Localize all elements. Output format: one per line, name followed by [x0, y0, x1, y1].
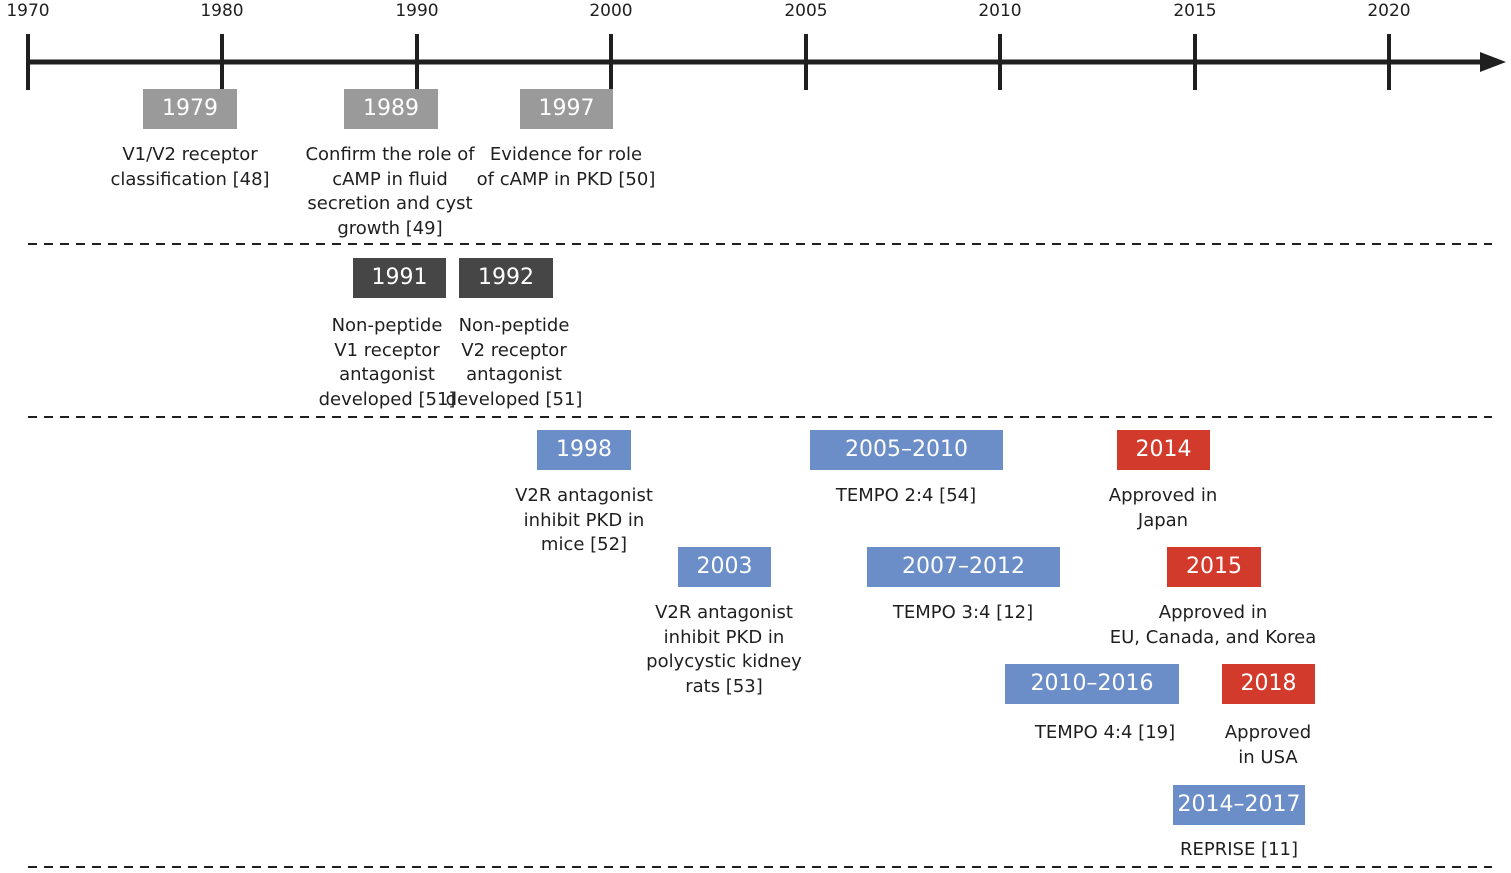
- event-box-2014-2017: 2014–2017: [1173, 785, 1305, 825]
- event-desc-2010-2016: TEMPO 4:4 [19]: [1034, 722, 1176, 743]
- event-desc-2015: Approved in EU, Canada, and Korea: [1109, 602, 1317, 648]
- year-label-2000: 2000: [589, 1, 633, 21]
- event-box-1979: 1979: [143, 89, 237, 129]
- event-desc-2005-2010: TEMPO 2:4 [54]: [835, 485, 977, 506]
- event-box-2005-2010: 2005–2010: [810, 430, 1003, 470]
- year-label-2015: 2015: [1173, 1, 1217, 21]
- event-box-1991: 1991: [353, 258, 446, 298]
- event-desc-1997: Evidence for role of cAMP in PKD [50]: [476, 144, 656, 190]
- event-desc-1989: Confirm the role of cAMP in fluid secret…: [305, 144, 475, 239]
- event-box-2014: 2014: [1117, 430, 1210, 470]
- event-box-1989: 1989: [344, 89, 438, 129]
- year-label-1980: 1980: [200, 1, 244, 21]
- year-label-2010: 2010: [978, 1, 1022, 21]
- event-desc-1991: Non-peptide V1 receptor antagonist devel…: [318, 315, 456, 410]
- event-box-2018: 2018: [1222, 664, 1315, 704]
- year-label-1990: 1990: [395, 1, 439, 21]
- year-label-2020: 2020: [1367, 1, 1411, 21]
- event-box-2007-2012: 2007–2012: [867, 547, 1060, 587]
- event-desc-2007-2012: TEMPO 3:4 [12]: [892, 602, 1034, 623]
- event-desc-1998: V2R antagonist inhibit PKD in mice [52]: [515, 485, 653, 555]
- year-label-1970: 1970: [6, 1, 50, 21]
- event-desc-2014: Approved in Japan: [1108, 485, 1218, 531]
- event-desc-2014-2017: REPRISE [11]: [1179, 839, 1299, 860]
- event-box-2003: 2003: [678, 547, 771, 587]
- event-desc-1992: Non-peptide V2 receptor antagonist devel…: [445, 315, 583, 410]
- timeline-arrow-head: [1480, 52, 1506, 72]
- event-desc-2018: Approved in USA: [1224, 722, 1312, 768]
- event-desc-2003: V2R antagonist inhibit PKD in polycystic…: [646, 602, 802, 697]
- event-box-1998: 1998: [537, 430, 631, 470]
- event-desc-1979: V1/V2 receptor classification [48]: [110, 144, 270, 190]
- event-box-1992: 1992: [459, 258, 553, 298]
- year-label-2005: 2005: [784, 1, 828, 21]
- event-box-1997: 1997: [520, 89, 613, 129]
- event-box-2015: 2015: [1167, 547, 1261, 587]
- event-box-2010-2016: 2010–2016: [1005, 664, 1179, 704]
